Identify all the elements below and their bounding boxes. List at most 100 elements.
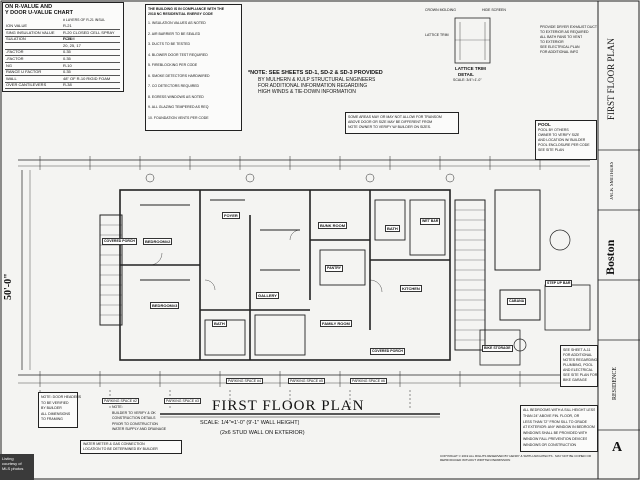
egress-line-7: WINDOWS OR CONSTRUCTION bbox=[523, 442, 577, 447]
trim-label-lattice: LATTICE TRIM bbox=[425, 33, 449, 37]
room-bath: BATH bbox=[385, 225, 400, 232]
chart-row-value: 48" OF R-10 RIGID FOAM bbox=[63, 75, 111, 81]
right-note-line-2: TO EXTERIOR AS REQUIRED bbox=[540, 30, 589, 34]
parking-space-label: PARKING SPACE #2 bbox=[102, 398, 139, 405]
chart-title-1: ON R-VALUE AND bbox=[5, 4, 53, 10]
watermark-line-2: courtesy of bbox=[2, 461, 22, 466]
code-note-item-5: 5. FIREBLOCKING PER CODE bbox=[148, 63, 198, 67]
sheet-number: A bbox=[612, 440, 623, 455]
door-header-line-1: NOTE: DOOR HEADERS bbox=[41, 395, 82, 399]
egress-line-5: WINDOWS SHALL BE PROVIDED WITH bbox=[523, 431, 588, 436]
residence-label: RESIDENCE bbox=[612, 367, 618, 400]
chart-row-label: SULATION bbox=[6, 36, 26, 42]
chart-row: WALL 48" OF R-10 RIGID FOAM bbox=[5, 76, 120, 83]
door-header-line-3: BY BUILDER bbox=[41, 406, 62, 410]
right-note-line-5: SEE ELECTRICAL PLAN bbox=[540, 45, 580, 49]
egress-line-6: WINDOW FALL PREVENTION DEVICES bbox=[523, 437, 588, 441]
copyright-note: COPYRIGHT © 2019 ALL RIGHTS RESERVED BY … bbox=[440, 455, 592, 462]
chart-row-label: -FACTOR bbox=[6, 56, 24, 61]
trim-label-screen: HIDE SCREEN bbox=[482, 8, 506, 12]
door-header-line-5: TO FRAMING bbox=[41, 417, 63, 421]
sheet-title-vertical: FIRST FLOOR PLAN bbox=[606, 38, 616, 120]
chart-row-value: R-10 bbox=[63, 62, 72, 68]
chart-row: SING INSULATION VALUE R-20 CLOSED CELL SP… bbox=[5, 29, 120, 41]
door-header-line-2: TO BE VERIFIED bbox=[41, 400, 69, 405]
chart-row-label: RANCE U FACTOR bbox=[6, 69, 42, 75]
room-kitchen: KITCHEN bbox=[400, 285, 422, 292]
chart-row-value: R-21 bbox=[63, 36, 72, 42]
chart-row-label: WALL bbox=[6, 75, 17, 81]
trim-label-crown: CROWN MOLDING bbox=[425, 8, 456, 12]
trim-subtitle: DETAIL bbox=[458, 72, 474, 77]
project-name: Boston bbox=[604, 239, 617, 275]
room-gallery: GALLERY bbox=[256, 292, 279, 299]
room-wet-bar: WET BAR bbox=[420, 218, 441, 225]
parking-space-label: PARKING SPACE #4 bbox=[226, 378, 263, 385]
builder-note-line-1: NOTE: bbox=[112, 405, 123, 409]
see-sheet-line-6: SEE SITE PLAN FOR bbox=[563, 373, 598, 377]
see-sheet-line-3: NOTES REGARDING bbox=[563, 358, 598, 362]
chart-row-label: ION VALUE bbox=[6, 23, 28, 28]
watermark-line-3: MLS photos bbox=[2, 466, 24, 471]
code-notes-box: THE BUILDING IS IN COMPLIANCE WITH THE 2… bbox=[145, 4, 242, 131]
trim-detail: CROWN MOLDING LATTICE TRIM HIDE SCREEN L… bbox=[420, 8, 520, 83]
chart-title-2: Y DOOR U-VALUE CHART bbox=[5, 10, 73, 16]
trim-title: LATTICE TRIM bbox=[455, 66, 486, 71]
chart-row-label: SING INSULATION VALUE bbox=[6, 29, 55, 35]
code-note-item-7: 7. CO DETECTORS REQUIRED bbox=[148, 84, 200, 88]
water-meter-2: LOCATION TO BE DETERMINED BY BUILDER bbox=[83, 447, 158, 451]
pool-note-line-1: POOL BY OTHERS bbox=[538, 128, 569, 132]
egress-line-2: THAN 24" ABOVE FIN. FLOOR, OR bbox=[523, 413, 580, 418]
right-note-line-6: FOR ADDITIONAL INFO bbox=[540, 50, 579, 54]
builder-note-line-2: BUILDER TO VERIFY & OK bbox=[112, 410, 156, 415]
r-value-chart: ON R-VALUE AND Y DOOR U-VALUE CHART # LA… bbox=[2, 2, 124, 92]
plan-title: FIRST FLOOR PLAN bbox=[212, 398, 365, 414]
code-note-item-10: 10. FOUNDATION VENTS PER CODE bbox=[148, 115, 209, 120]
chart-row-value: R-38 bbox=[63, 82, 72, 88]
code-note-item-6: 6. SMOKE DETECTORS HARDWIRED bbox=[148, 73, 210, 78]
room-covered-porch-2: COVERED PORCH bbox=[370, 348, 405, 355]
code-note-item-4: 4. BLOWER DOOR TEST REQUIRED bbox=[148, 52, 208, 57]
chart-row-value: 0.35 bbox=[63, 49, 71, 55]
designer-name: JACK SMITHERS bbox=[610, 161, 615, 200]
chart-row-label: NG bbox=[6, 62, 12, 68]
egress-line-3: LESS THAN 72" FROM SILL TO GRADE bbox=[523, 419, 587, 424]
see-sheet-line-7: BIKE GARAGE bbox=[563, 378, 587, 382]
see-sheet-line-4: PLUMBING, POOL bbox=[563, 363, 593, 367]
room-bunk-room: BUNK ROOM bbox=[318, 222, 348, 229]
chart-row-value: R-20 CLOSED CELL SPRAY FOAM bbox=[63, 29, 115, 41]
chart-row: -FACTOR 0.35 bbox=[5, 56, 120, 63]
chart-row-value: 20, 25, 17 bbox=[63, 42, 81, 48]
chart-row: 20, 25, 17 bbox=[5, 43, 120, 50]
room-family-room: FAMILY ROOM bbox=[320, 320, 352, 327]
code-note-item-2: 2. AIR BARRIER TO BE SEALED bbox=[148, 31, 201, 36]
pool-title: POOL bbox=[538, 122, 551, 127]
chart-row-value: 0.35 bbox=[63, 56, 71, 61]
pool-note-line-3: AND LOCATION W/ BUILDER bbox=[538, 138, 586, 142]
chart-row-label: OVER CANTILEVERS bbox=[6, 82, 47, 88]
builder-note-line-4: PRIOR TO CONSTRUCTION bbox=[112, 421, 158, 426]
code-notes-title-2: 2018 NC RESIDENTIAL ENERGY CODE bbox=[148, 12, 213, 16]
chart-row: SULATION R-21 bbox=[5, 36, 120, 44]
water-meter-1: WATER METER & GAS CONNECTION bbox=[83, 442, 145, 446]
structural-note: *NOTE: SEE SHEETS SD-1, SD-2 & SD-3 PROV… bbox=[248, 70, 448, 100]
transom-note-3: NOTE OWNER TO VERIFY W/ BUILDER ON SIZES… bbox=[348, 125, 432, 129]
see-sheet-line-1: SEE SHEET A-11 bbox=[563, 348, 591, 352]
room-step-up-bar: STEP UP BAR bbox=[545, 280, 573, 287]
trim-scale: SCALE: 3/4"=1'-0" bbox=[453, 78, 482, 82]
egress-line-4: AT EXTERIOR: ANY WINDOW IN BEDROOM bbox=[523, 425, 595, 430]
room-foyer: FOYER bbox=[222, 212, 240, 219]
right-note-line-3: ALL BATH FANS TO VENT bbox=[540, 35, 583, 39]
water-meter-note: WATER METER & GAS CONNECTION LOCATION TO… bbox=[80, 440, 182, 454]
note-line-2: BY MULHERN & KULP STRUCTURAL ENGINEERS bbox=[258, 77, 376, 83]
listing-watermark: Listing courtesy of MLS photos bbox=[0, 454, 34, 480]
room-bedroom-2: BEDROOM#2 bbox=[143, 238, 173, 245]
plan-subnote: (2x6 STUD WALL ON EXTERIOR) bbox=[220, 430, 305, 436]
